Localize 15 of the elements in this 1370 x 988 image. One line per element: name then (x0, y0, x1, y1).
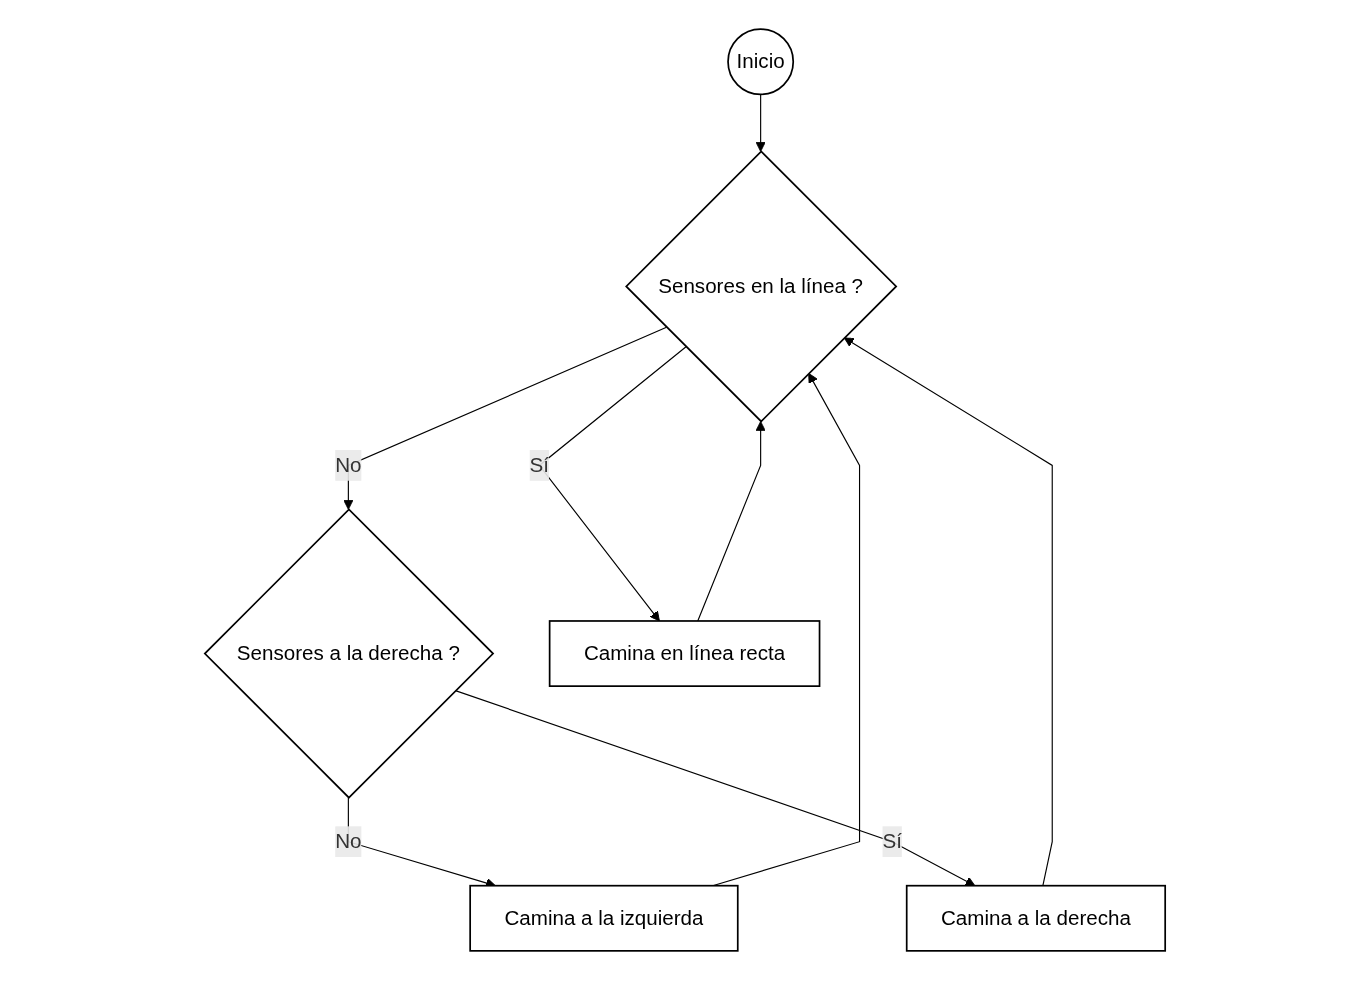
edge-label: Sí (882, 829, 902, 853)
node-box: Camina en línea recta (548, 620, 821, 687)
arrow (697, 420, 766, 622)
arrow (454, 690, 976, 887)
node-circle: Inicio (727, 28, 795, 96)
node-diamond: Sensores a la derecha ? (203, 508, 495, 799)
edge-label: No (335, 453, 362, 477)
node-diamond: Sensores en la línea ? (625, 150, 898, 423)
edge-label: No (335, 829, 362, 853)
node-box: Camina a la izquierda (469, 884, 739, 952)
arrow (843, 337, 1053, 887)
edge-label: Sí (529, 453, 550, 477)
node-box: Camina a la derecha (905, 884, 1167, 952)
arrow (343, 326, 668, 510)
arrow (755, 93, 766, 152)
